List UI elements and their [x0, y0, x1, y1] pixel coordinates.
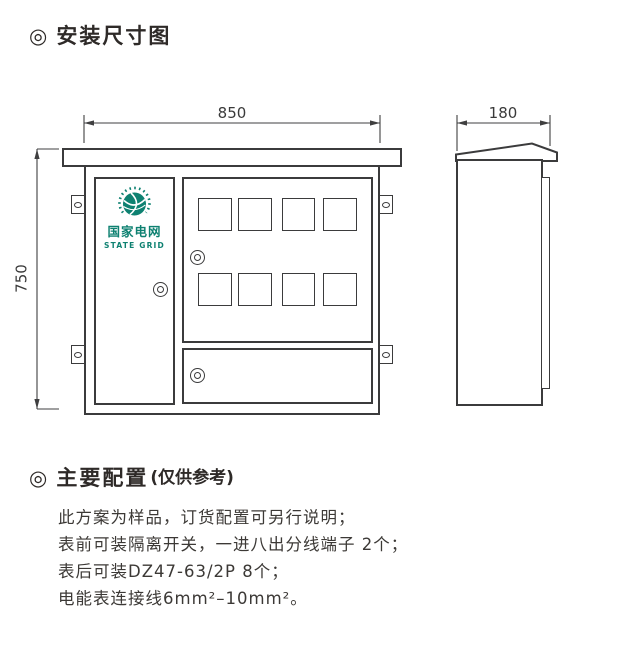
- door-lock: [190, 368, 205, 383]
- state-grid-logo: 国家电网 STATE GRID: [94, 184, 175, 250]
- config-line: 电能表连接线6mm²–10mm²。: [58, 589, 308, 608]
- arrowhead-right: [540, 120, 550, 126]
- lower-compartment-door: [182, 348, 373, 404]
- meter-window: [238, 273, 272, 306]
- arrowhead-up: [34, 149, 40, 159]
- mounting-ear: [379, 195, 393, 214]
- arrowhead-left: [457, 120, 467, 126]
- lock-keyhole: [194, 372, 201, 379]
- arrowhead-left: [84, 120, 94, 126]
- ear-hole: [382, 351, 390, 358]
- ear-hole: [74, 351, 82, 358]
- installation-diagram: 850 750 180 国家电网 STATE GRID: [12, 104, 558, 415]
- ear-hole: [74, 201, 82, 208]
- config-line: 表前可装隔离开关，一进八出分线端子 2个；: [58, 535, 409, 554]
- config-section-title: 主要配置: [56, 466, 149, 490]
- meter-window: [282, 198, 315, 231]
- config-line: 此方案为样品，订货配置可另行说明；: [58, 508, 356, 527]
- state-grid-globe-icon: [118, 186, 151, 216]
- meter-window: [198, 198, 232, 231]
- mounting-ear: [71, 195, 85, 214]
- logo-name-cn: 国家电网: [107, 224, 162, 239]
- meter-window: [323, 198, 357, 231]
- logo-name-en: STATE GRID: [104, 241, 165, 250]
- front-height-label: 750: [12, 264, 31, 293]
- arrowhead-down: [34, 399, 40, 409]
- bullseye-icon: ◎: [29, 24, 48, 48]
- meter-window: [323, 273, 357, 306]
- meter-window: [198, 273, 232, 306]
- config-section-note: (仅供参考): [150, 468, 234, 488]
- door-lock: [190, 250, 205, 265]
- mounting-ear: [71, 345, 85, 364]
- ear-hole: [382, 201, 390, 208]
- mounting-ear: [379, 345, 393, 364]
- side-view-body: [456, 159, 543, 406]
- dimension-section-heading: ◎ 安装尺寸图: [29, 26, 171, 47]
- bullseye-icon: ◎: [29, 466, 48, 490]
- front-height-dimension-lines: [36, 148, 59, 410]
- front-width-label: 850: [217, 104, 247, 122]
- side-depth-label: 180: [488, 104, 518, 122]
- config-line: 表后可装DZ47-63/2P 8个；: [58, 562, 289, 581]
- dimension-section-title: 安装尺寸图: [56, 24, 172, 48]
- arrowhead-right: [370, 120, 380, 126]
- meter-window: [282, 273, 315, 306]
- lock-keyhole: [194, 254, 201, 261]
- config-section-heading: ◎ 主要配置 (仅供参考): [29, 468, 234, 489]
- door-lock: [153, 282, 168, 297]
- lock-keyhole: [157, 286, 164, 293]
- meter-window: [238, 198, 272, 231]
- side-view-door-edge: [541, 177, 550, 389]
